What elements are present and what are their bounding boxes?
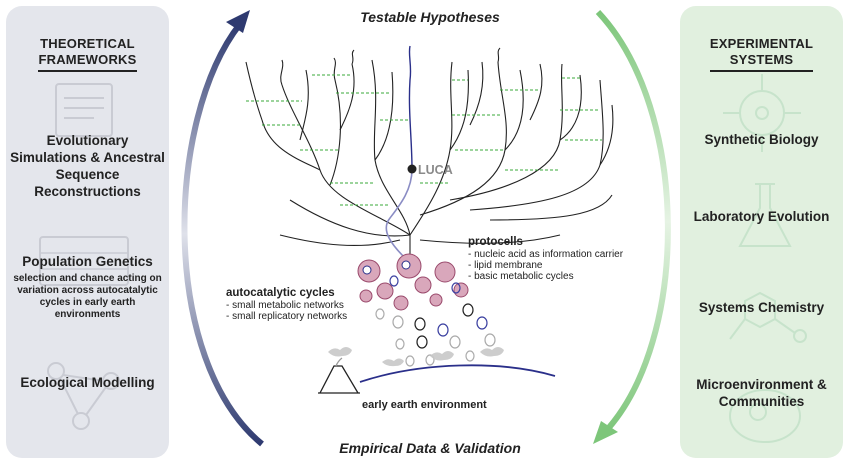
autocatalytic-title: autocatalytic cycles — [226, 287, 335, 299]
autocatalytic-glyphs — [375, 275, 496, 367]
synthetic-biology-label: Synthetic Biology — [704, 132, 819, 147]
microenvironment-communities-label: Microenvironment & Communities — [696, 377, 827, 409]
population-genetics-label: Population Genetics — [22, 254, 153, 269]
left-arrowhead — [226, 10, 250, 33]
early-earth-environment-label: early earth environment — [362, 399, 487, 411]
population-genetics-item: Population Genetics selection and chance… — [10, 253, 165, 321]
empirical-data-validation-label: Empirical Data & Validation — [339, 440, 521, 456]
protocell-nuclei — [362, 260, 411, 275]
right-arrowhead — [593, 421, 618, 444]
testable-hypotheses-label: Testable Hypotheses — [360, 9, 500, 25]
tree-branches — [245, 47, 614, 260]
protocells-bullet: - nucleic acid as information carrier — [468, 249, 624, 260]
luca-stem-line — [385, 168, 413, 259]
autocatalytic-bullet: - small replicatory networks — [226, 311, 348, 322]
cell-network-icon — [723, 74, 801, 152]
luca-lineage-line — [408, 45, 413, 170]
systems-chemistry-label: Systems Chemistry — [698, 300, 825, 315]
protocells-title: protocells — [468, 236, 523, 248]
earth-surface-arc — [359, 364, 556, 383]
network-icon — [47, 362, 120, 430]
sequence-table-icon — [39, 236, 129, 286]
protocells-bullet: - lipid membrane — [468, 260, 543, 271]
flask-icon — [738, 183, 792, 247]
microbe-icon — [729, 389, 801, 443]
document-icon — [55, 83, 113, 137]
population-genetics-subtitle: selection and chance acting on variation… — [13, 273, 162, 320]
smoke-clouds — [328, 347, 504, 367]
laboratory-evolution-label: Laboratory Evolution — [693, 209, 830, 224]
molecule-icon — [729, 291, 807, 343]
luca-node — [407, 164, 417, 174]
autocatalytic-annotation: autocatalytic cycles - small metabolic n… — [226, 287, 347, 322]
right-cycle-arrow — [595, 9, 671, 435]
horizontal-transfer-lines — [246, 74, 602, 206]
volcano-icon — [318, 357, 360, 394]
left-cycle-arrow — [181, 22, 264, 447]
evolutionary-simulations-label: Evolutionary Simulations & Ancestral Seq… — [10, 133, 165, 199]
protocells-annotation: protocells - nucleic acid as information… — [468, 236, 623, 282]
autocatalytic-bullet: - small metabolic networks — [226, 300, 344, 311]
luca-label: LUCA — [418, 163, 453, 177]
ecological-modelling-label: Ecological Modelling — [20, 375, 155, 390]
protocells-bullet: - basic metabolic cycles — [468, 271, 574, 282]
protocells — [357, 253, 469, 311]
